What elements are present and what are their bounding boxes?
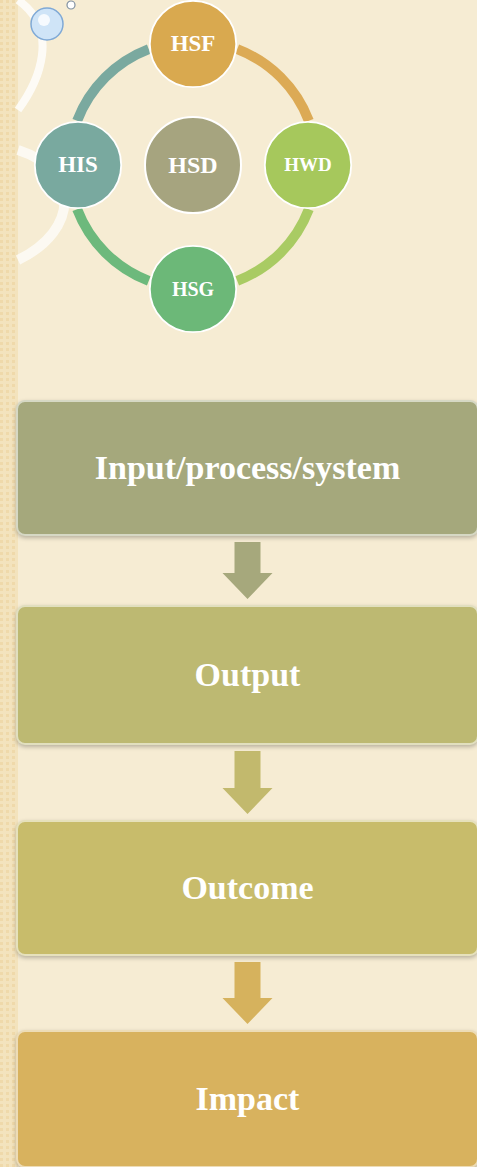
circle-node: HSD xyxy=(143,115,243,215)
ring-arc xyxy=(237,49,309,121)
node-label: HSF xyxy=(171,31,216,56)
process-box: Impact xyxy=(16,1030,477,1167)
circle-node: HSG xyxy=(148,244,238,334)
process-box: Output xyxy=(16,605,477,745)
circle-node: HSF xyxy=(148,0,238,89)
node-label: HWD xyxy=(284,155,332,176)
circle-fill xyxy=(150,246,236,332)
down-arrow xyxy=(223,962,273,1024)
bubble-shine xyxy=(38,14,50,26)
node-label: Input/process/system xyxy=(95,449,400,486)
node-label: Impact xyxy=(196,1080,300,1117)
circle-fill xyxy=(150,1,236,87)
circle-node: HWD xyxy=(263,120,353,210)
circle-fill xyxy=(265,122,351,208)
process-box: Outcome xyxy=(16,820,477,956)
node-label: HIS xyxy=(58,152,98,177)
ring-arc xyxy=(77,49,149,121)
down-arrow xyxy=(223,751,273,814)
ring-arc xyxy=(77,209,149,281)
circle-node: HIS xyxy=(33,120,123,210)
node-label: HSD xyxy=(168,152,217,178)
bubble xyxy=(31,8,63,40)
down-arrow xyxy=(223,542,273,599)
margin-texture xyxy=(0,0,18,1167)
circle-fill xyxy=(145,117,241,213)
ring-arc xyxy=(237,209,309,281)
bubble-small xyxy=(67,1,75,9)
node-label: Outcome xyxy=(181,869,313,906)
process-box: Input/process/system xyxy=(16,400,477,536)
node-label: HSG xyxy=(172,278,214,300)
node-label: Output xyxy=(195,656,301,693)
circle-fill xyxy=(35,122,121,208)
